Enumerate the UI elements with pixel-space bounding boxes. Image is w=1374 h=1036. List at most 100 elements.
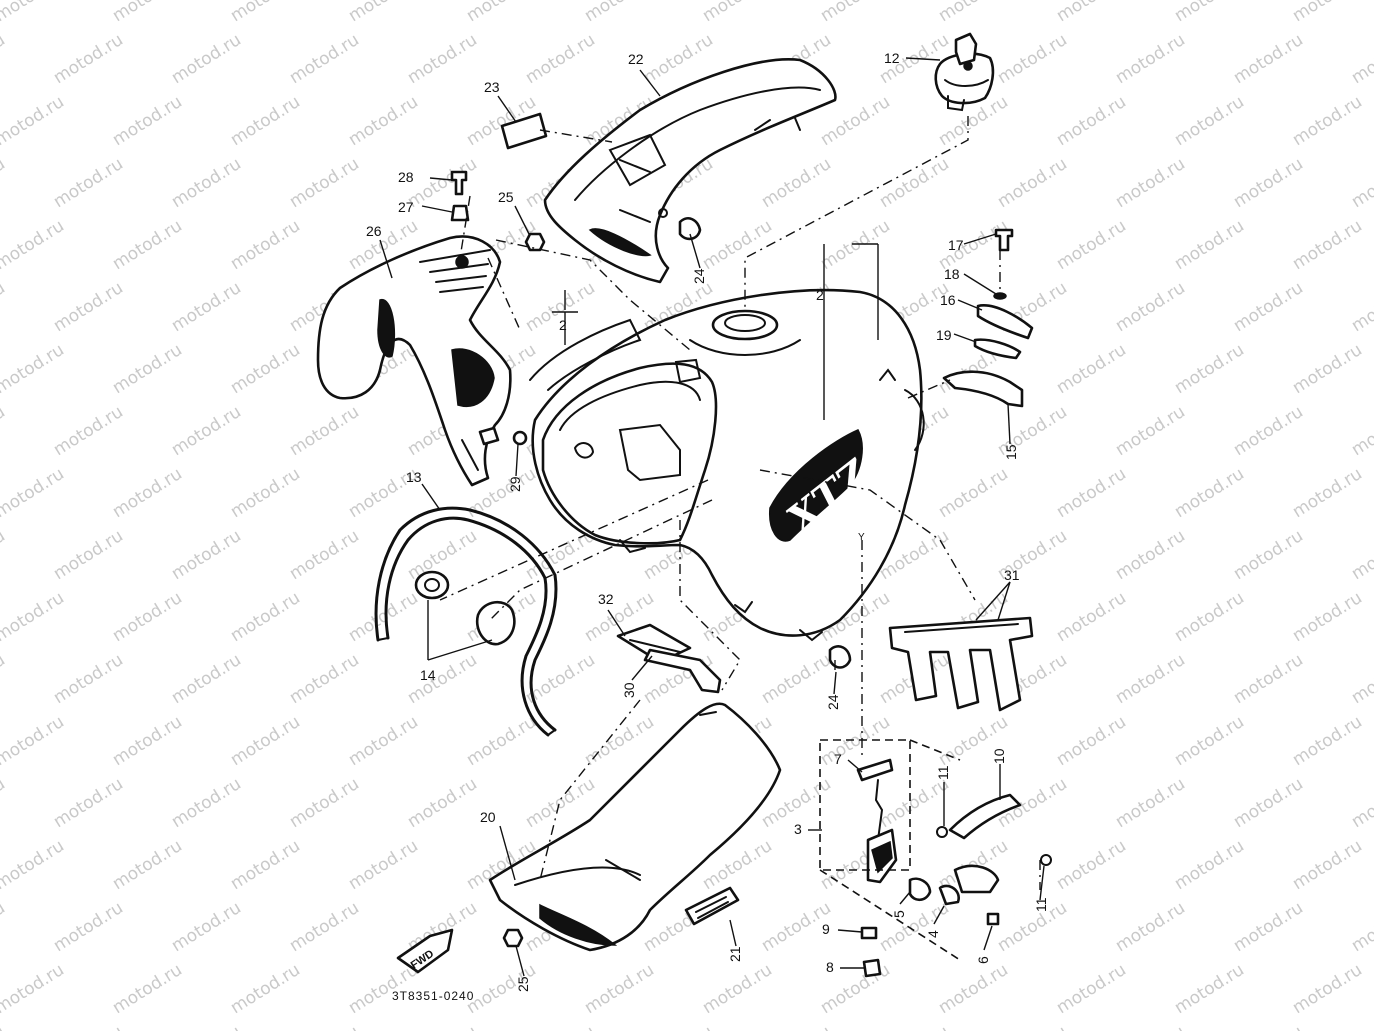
watermark-text: motod.ru [227, 464, 304, 522]
callout-3: 3 [794, 821, 802, 837]
watermark-text: motod.ru [227, 92, 304, 150]
watermark-text: motod.ru [1348, 278, 1374, 336]
watermark-text: motod.ru [1053, 712, 1130, 770]
guard-bar [374, 506, 558, 737]
watermark-text: motod.ru [168, 650, 245, 708]
watermark-text: motod.ru [758, 650, 835, 708]
watermark-text: motod.ru [0, 898, 9, 956]
watermark-text: motod.ru [699, 216, 776, 274]
callout-25-top: 25 [498, 189, 514, 205]
callout-18: 18 [944, 266, 960, 282]
watermark-text: motod.ru [1230, 898, 1307, 956]
callout-19: 19 [936, 327, 952, 343]
watermark-text: motod.ru [1171, 216, 1248, 274]
callout-Y: Y [858, 532, 865, 543]
watermark-text: motod.ru [109, 588, 186, 646]
watermark-text: motod.ru [1348, 402, 1374, 460]
watermark-text: motod.ru [0, 526, 9, 584]
watermark-text: motod.ru [1289, 216, 1366, 274]
watermark-text: motod.ru [758, 1022, 835, 1031]
callout-8: 8 [826, 959, 834, 975]
watermark-text: motod.ru [345, 712, 422, 770]
watermark-text: motod.ru [0, 960, 68, 1018]
watermark-text: motod.ru [581, 960, 658, 1018]
watermark-text: motod.ru [1171, 340, 1248, 398]
fuel-cap [934, 32, 995, 112]
watermark-text: motod.ru [699, 960, 776, 1018]
watermark-text: motod.ru [581, 712, 658, 770]
callout-15: 15 [1003, 444, 1019, 460]
watermark-text: motod.ru [1230, 650, 1307, 708]
watermark-text: motod.ru [1053, 92, 1130, 150]
watermark-text: motod.ru [876, 774, 953, 832]
watermark-text: motod.ru [463, 0, 540, 26]
rubber-cushions [414, 570, 516, 646]
watermark-text: motod.ru [1053, 588, 1130, 646]
callout-11-bottom: 11 [1033, 897, 1049, 912]
watermark-text: motod.ru [1112, 402, 1189, 460]
watermark-text: motod.ru [109, 960, 186, 1018]
watermark-text: motod.ru [0, 340, 68, 398]
callout-12: 12 [884, 50, 900, 66]
callout-10: 10 [991, 748, 1007, 764]
callout-16: 16 [940, 292, 956, 308]
side-grille [888, 616, 1034, 712]
callout-27: 27 [398, 199, 414, 215]
forward-arrow: FWD [396, 928, 454, 974]
watermark-text: motod.ru [50, 154, 127, 212]
callout-5: 5 [891, 910, 907, 918]
watermark-text: motod.ru [286, 402, 363, 460]
watermark-text: motod.ru [1230, 1022, 1307, 1031]
watermark-text: motod.ru [168, 898, 245, 956]
watermark-text: motod.ru [1053, 836, 1130, 894]
watermark-text: motod.ru [994, 1022, 1071, 1031]
watermark-text: motod.ru [0, 588, 68, 646]
watermark-text: motod.ru [227, 712, 304, 770]
watermark-text: motod.ru [50, 1022, 127, 1031]
watermark-text: motod.ru [1348, 774, 1374, 832]
watermark-text: motod.ru [994, 154, 1071, 212]
watermark-text: motod.ru [1053, 0, 1130, 26]
callout-7: 7 [834, 751, 842, 767]
watermark-text: motod.ru [227, 216, 304, 274]
watermark-text: motod.ru [0, 30, 9, 88]
watermark-text: motod.ru [50, 774, 127, 832]
watermark-text: motod.ru [50, 402, 127, 460]
watermark-text: motod.ru [286, 154, 363, 212]
watermark-text: motod.ru [109, 0, 186, 26]
watermark-text: motod.ru [109, 340, 186, 398]
watermark-text: motod.ru [1348, 526, 1374, 584]
watermark-text: motod.ru [1053, 960, 1130, 1018]
callout-32: 32 [598, 591, 614, 607]
watermark-text: motod.ru [50, 526, 127, 584]
watermark-text: motod.ru [0, 712, 68, 770]
watermark-text: motod.ru [1289, 340, 1366, 398]
watermark-text: motod.ru [286, 774, 363, 832]
callout-numbers: 22 23 12 28 27 25 26 24 17 18 16 19 15 2… [366, 50, 1049, 1003]
watermark-text: motod.ru [994, 30, 1071, 88]
watermark-text: motod.ru [0, 774, 9, 832]
callout-28: 28 [398, 169, 414, 185]
callout-9: 9 [822, 921, 830, 937]
callout-4: 4 [925, 930, 941, 938]
watermark-text: motod.ru [227, 588, 304, 646]
watermark-text: motod.ru [0, 1022, 9, 1031]
fasteners [450, 170, 1014, 978]
label-plate [500, 112, 548, 150]
watermark-text: motod.ru [1348, 1022, 1374, 1031]
watermark-text: motod.ru [109, 836, 186, 894]
watermark-text: motod.ru [168, 30, 245, 88]
watermark-text: motod.ru [1230, 154, 1307, 212]
watermark-text: motod.ru [817, 216, 894, 274]
watermark-text: motod.ru [0, 464, 68, 522]
watermark-text: motod.ru [1112, 1022, 1189, 1031]
fuel-cock-assembly [856, 758, 1052, 906]
side-emblem [684, 886, 740, 926]
watermark-text: motod.ru [168, 278, 245, 336]
watermark-text: motod.ru [404, 1022, 481, 1031]
callout-23: 23 [484, 79, 500, 95]
watermark-text: motod.ru [1171, 960, 1248, 1018]
left-side-cover [316, 235, 512, 487]
callout-6: 6 [975, 956, 991, 964]
